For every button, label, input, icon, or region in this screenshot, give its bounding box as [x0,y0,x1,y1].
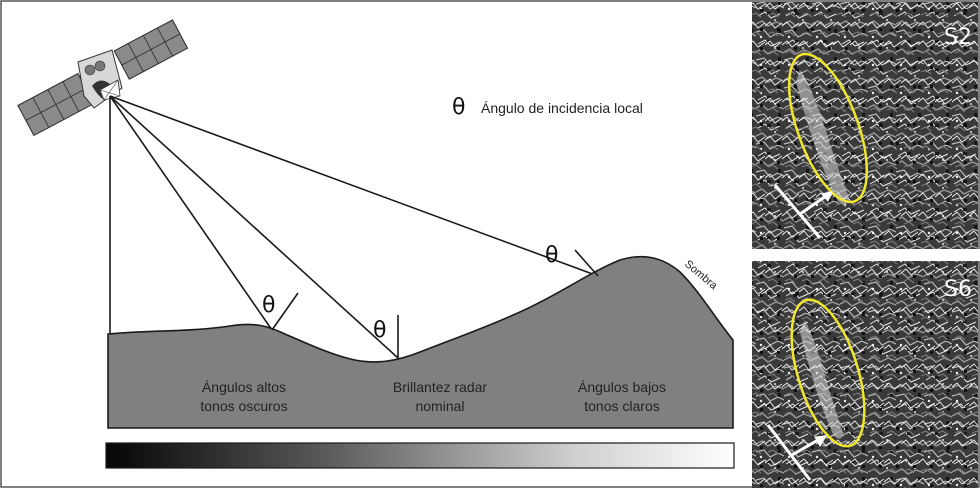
region-label-high-line2: tonos oscuros [200,398,287,414]
terrain-profile [107,255,734,429]
radar-beams [109,95,599,359]
region-label-low-line1: Ángulos bajos [578,379,666,395]
theta-label-high: θ [262,293,275,318]
surface-normals [271,249,599,358]
legend-text: Ángulo de incidencia local [481,100,643,116]
beam-nominal [109,95,399,359]
scale-marker-s6 [766,424,827,481]
beam-high-angle [109,95,273,331]
highlight-ellipse-s2 [787,52,869,204]
theta-label-nominal: θ [373,318,386,343]
region-label-high-line1: Ángulos altos [202,379,286,395]
normal-high-angle [271,292,299,331]
normal-low-angle [574,249,599,277]
satellite-icon [17,19,189,137]
sar-label-s2: S2 [944,25,972,50]
sar-label-s6: S6 [944,277,972,302]
region-label-nominal-line1: Brillantez radar [393,379,487,395]
tone-gradient-bar [105,442,735,469]
region-labels: Ángulos altos tonos oscuros Brillantez r… [200,379,666,414]
sar-image-s2: S2 [752,2,978,249]
region-label-nominal-line2: nominal [415,398,464,414]
highlight-ellipse-s6 [790,298,866,448]
region-label-low-line2: tonos claros [584,398,659,414]
sar-image-s6: S6 [752,261,978,488]
beam-low-angle [109,95,599,277]
legend-symbol: θ [452,95,465,120]
scale-marker-s2 [773,184,833,239]
theta-label-low: θ [545,243,558,268]
